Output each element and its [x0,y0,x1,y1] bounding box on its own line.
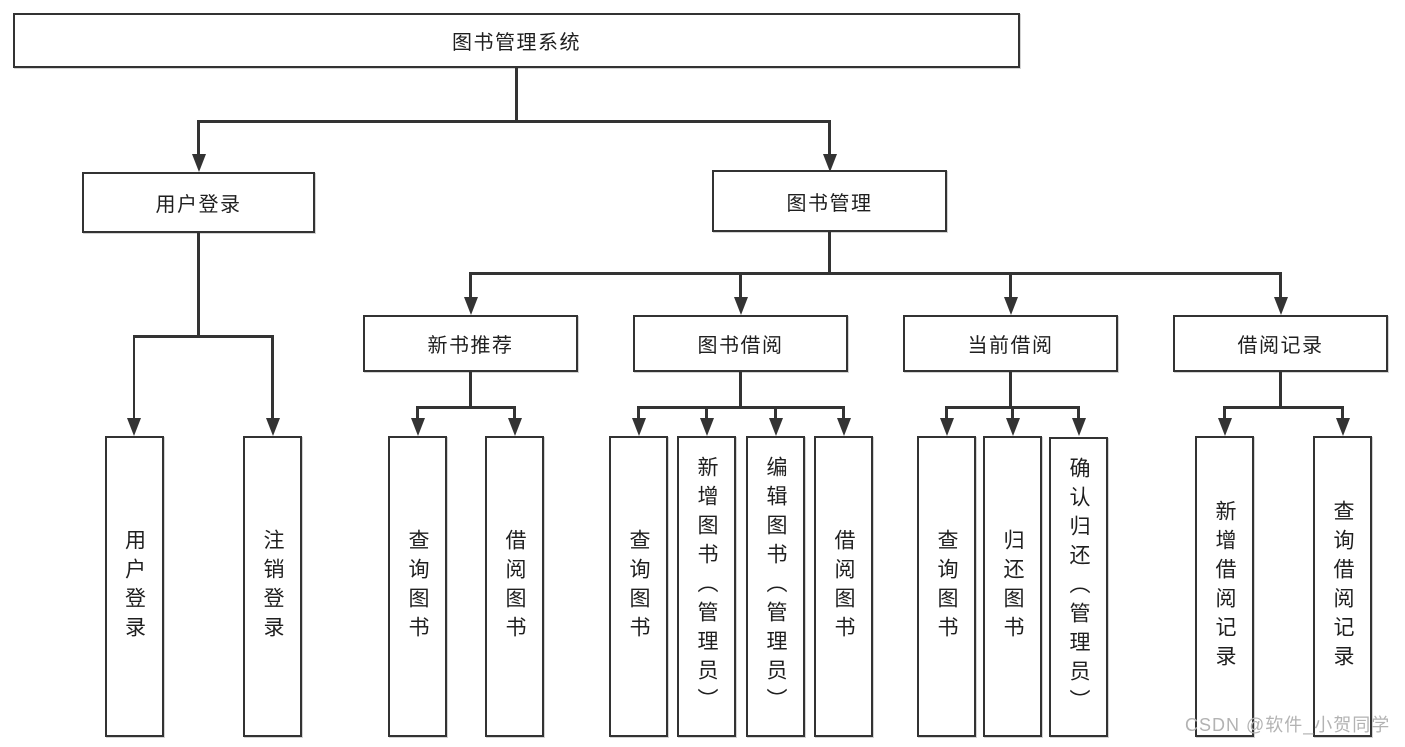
leaf-add-books-admin: 新增图书（管理员） [677,436,736,737]
connector-line [197,120,831,123]
connector-line [515,68,518,120]
node-label: 查询借阅记录 [1331,499,1354,674]
connector-arrow-down [1071,406,1086,436]
node-book-management: 图书管理 [712,170,947,232]
node-label: 用户登录 [122,528,146,645]
connector-line [1279,372,1282,406]
node-label: 新增借阅记录 [1213,499,1236,674]
connector-arrow-down [1003,272,1018,315]
leaf-borrow-books: 借阅图书 [814,436,873,737]
leaf-confirm-return-admin: 确认归还（管理员） [1049,437,1108,737]
node-label: 查询图书 [406,528,429,645]
connector-line [828,232,831,272]
connector-line [469,272,1282,275]
csdn-watermark: CSDN @软件_小贺同学 [1185,715,1391,735]
connector-line [1223,406,1344,409]
node-label: 归还图书 [1001,528,1024,645]
node-user-login: 用户登录 [82,172,315,233]
leaf-edit-books-admin: 编辑图书（管理员） [746,436,805,737]
node-label: 查询图书 [627,528,650,645]
connector-arrow-down [1335,406,1350,436]
node-label: 借阅图书 [832,528,855,645]
node-label: 注销登录 [261,528,284,645]
leaf-query-books-current: 查询图书 [917,436,976,737]
connector-line [469,372,472,406]
node-label: 当前借阅 [967,335,1054,357]
leaf-logout: 注销登录 [243,436,302,737]
node-label: 查询图书 [935,528,958,645]
connector-arrow-down [768,406,783,436]
connector-arrow-down [631,406,646,436]
node-label: 借阅记录 [1237,335,1324,357]
node-label: 图书借阅 [697,335,784,357]
connector-arrow-down [410,406,425,436]
leaf-query-books-borrowing: 查询图书 [609,436,668,737]
connector-arrow-down [699,406,714,436]
connector-arrow-down [127,335,141,436]
node-label: 新书推荐 [427,335,514,357]
node-current-borrowing: 当前借阅 [903,315,1118,372]
connector-arrow-down [939,406,954,436]
node-label: 用户登录 [155,194,242,216]
leaf-query-borrow-record: 查询借阅记录 [1313,436,1372,737]
leaf-borrow-books-recommend: 借阅图书 [485,436,544,737]
node-label: 借阅图书 [503,528,526,645]
connector-arrow-down [1005,406,1020,436]
connector-arrow-down [463,272,478,315]
connector-arrow-down [265,335,280,436]
connector-arrow-down [507,406,522,436]
connector-line [1009,372,1012,406]
connector-line [637,406,845,409]
leaf-user-login: 用户登录 [104,436,164,737]
node-label: 编辑图书（管理员） [764,456,787,717]
connector-line [132,335,274,338]
connector-arrow-down [1217,406,1232,436]
leaf-return-books: 归还图书 [983,436,1042,737]
node-book-borrowing: 图书借阅 [633,315,848,372]
node-borrowing-records: 借阅记录 [1173,315,1388,372]
node-new-book-recommendation: 新书推荐 [363,315,578,372]
connector-arrow-down [191,120,206,172]
connector-arrow-down [1273,272,1288,315]
node-library-management-system: 图书管理系统 [13,13,1020,68]
connector-arrow-down [822,120,837,172]
node-label: 确认归还（管理员） [1067,456,1090,718]
node-label: 新增图书（管理员） [695,456,718,717]
connector-arrow-down [733,272,748,315]
leaf-add-borrow-record: 新增借阅记录 [1195,436,1254,737]
connector-line [739,372,742,406]
connector-line [197,233,200,335]
node-label: 图书管理系统 [452,32,581,54]
leaf-query-books-recommend: 查询图书 [388,436,447,737]
connector-line [416,406,516,409]
connector-arrow-down [836,406,851,436]
node-label: 图书管理 [786,192,873,215]
